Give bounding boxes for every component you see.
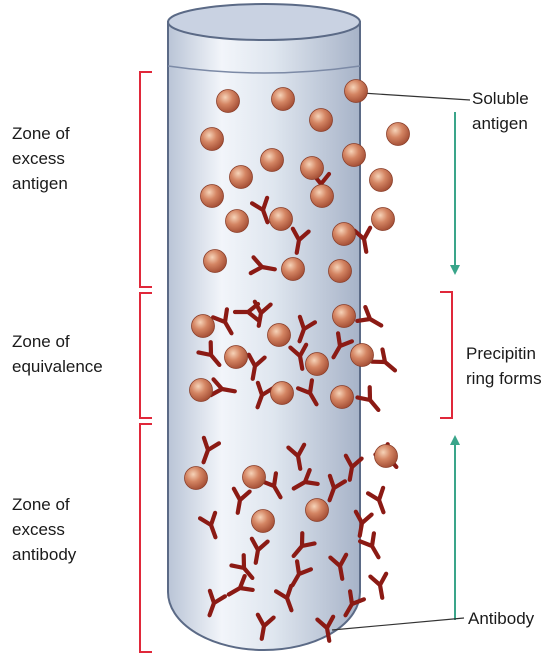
bracket-equivalence bbox=[140, 293, 152, 418]
antibody-molecule bbox=[372, 349, 400, 376]
antigen-particle bbox=[351, 344, 374, 367]
antigen-particle bbox=[333, 305, 356, 328]
antibody-molecule bbox=[368, 488, 391, 515]
antigen-particle bbox=[331, 386, 354, 409]
bracket-excess-antigen bbox=[140, 72, 152, 287]
antigen-particle bbox=[201, 128, 224, 151]
leader-soluble-antigen bbox=[362, 93, 470, 100]
antigen-particle bbox=[345, 80, 368, 103]
antigen-particle bbox=[343, 144, 366, 167]
antigen-particle bbox=[190, 379, 213, 402]
antigen-particle bbox=[192, 315, 215, 338]
tube-opening bbox=[168, 4, 360, 40]
zone-excess-antibody-label: Zone of excess antibody bbox=[12, 492, 76, 567]
antigen-particle bbox=[204, 250, 227, 273]
antibody-molecule bbox=[360, 533, 385, 561]
antigen-particle bbox=[272, 88, 295, 111]
antigen-particle bbox=[372, 208, 395, 231]
precipitin-ring-label: Precipitin ring forms bbox=[466, 341, 542, 391]
antigen-particle bbox=[329, 260, 352, 283]
antigen-particle bbox=[261, 149, 284, 172]
zone-equivalence-label: Zone of equivalence bbox=[12, 329, 103, 379]
antigen-particle bbox=[306, 353, 329, 376]
antigen-particle bbox=[311, 185, 334, 208]
antibody-molecule bbox=[370, 574, 390, 599]
antigen-particle bbox=[370, 169, 393, 192]
antigen-particle bbox=[217, 90, 240, 113]
antigen-particle bbox=[271, 382, 294, 405]
zone-excess-antigen-label: Zone of excess antigen bbox=[12, 121, 70, 196]
antigen-particle bbox=[270, 208, 293, 231]
antigen-particle bbox=[282, 258, 305, 281]
antigen-particle bbox=[252, 510, 275, 533]
antigen-particle bbox=[225, 346, 248, 369]
antigen-particle bbox=[201, 185, 224, 208]
antigen-particle bbox=[268, 324, 291, 347]
antigen-particle bbox=[333, 223, 356, 246]
antigen-particle bbox=[306, 499, 329, 522]
antibody-label: Antibody bbox=[468, 606, 534, 631]
antibody-molecule bbox=[357, 307, 385, 332]
leader-antibody bbox=[332, 618, 464, 630]
antigen-particle bbox=[375, 445, 398, 468]
bracket-excess-antibody bbox=[140, 424, 152, 652]
antigen-particle bbox=[185, 467, 208, 490]
antigen-particle bbox=[226, 210, 249, 233]
antibody-molecule bbox=[357, 387, 384, 415]
bracket-precipitin bbox=[440, 292, 452, 418]
antigen-particle bbox=[230, 166, 253, 189]
antigen-particle bbox=[310, 109, 333, 132]
antigen-particle bbox=[243, 466, 266, 489]
soluble-antigen-label: Soluble antigen bbox=[472, 86, 529, 136]
antigen-particle bbox=[387, 123, 410, 146]
antigen-particle bbox=[301, 157, 324, 180]
